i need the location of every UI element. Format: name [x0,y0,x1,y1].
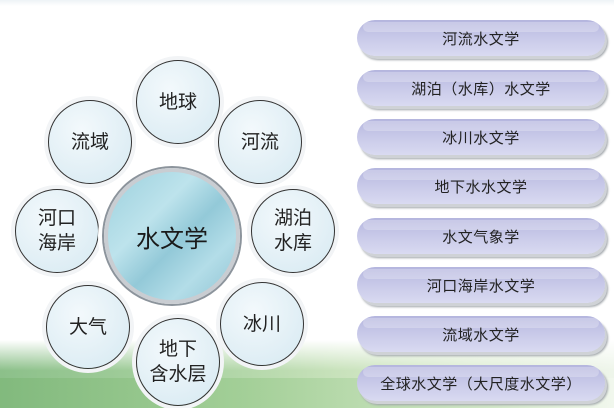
node-atmosphere-label: 大气 [68,315,107,338]
center-node-label: 水文学 [136,224,208,253]
node-earth: 地球 [136,60,220,144]
node-lake-label-2: 水库 [273,232,312,254]
node-estuary-coast: 河口 海岸 [15,189,99,273]
node-basin: 流域 [48,100,132,184]
branch-label: 水文气象学 [442,227,520,246]
node-basin-label: 流域 [70,130,109,153]
branch-estuary-hydrology[interactable]: 河口海岸水文学 [357,267,605,303]
branch-global-hydrology[interactable]: 全球水文学（大尺度水文学） [357,365,605,401]
node-earth-label: 地球 [158,90,197,113]
branch-hydrometeorology[interactable]: 水文气象学 [357,218,605,254]
branch-lake-hydrology[interactable]: 湖泊（水库）水文学 [357,70,605,106]
node-glacier: 冰川 [220,282,304,366]
branch-glacier-hydrology[interactable]: 冰川水文学 [357,119,605,155]
branch-river-hydrology[interactable]: 河流水文学 [357,20,605,56]
branch-label: 湖泊（水库）水文学 [411,79,551,98]
branch-label: 冰川水文学 [442,128,520,147]
node-groundwater-label-1: 地下 [158,338,197,360]
branch-basin-hydrology[interactable]: 流域水文学 [357,316,605,352]
node-lake-label-1: 湖泊 [273,207,312,229]
branch-label: 全球水文学（大尺度水文学） [380,374,582,393]
node-glacier-label: 冰川 [242,312,281,335]
node-groundwater-label-2: 含水层 [149,363,207,385]
node-estuary-label-2: 海岸 [37,232,76,254]
branch-groundwater-hydrology[interactable]: 地下水水文学 [357,168,605,204]
center-node-hydrology: 水文学 [104,168,240,304]
node-river: 河流 [218,100,302,184]
branch-label: 河流水文学 [442,29,520,48]
node-groundwater: 地下 含水层 [136,318,220,406]
branch-label: 地下水水文学 [434,177,528,196]
branch-label: 流域水文学 [442,325,520,344]
node-atmosphere: 大气 [46,285,130,369]
node-river-label: 河流 [240,130,279,153]
top-strip [0,0,614,6]
branch-label: 河口海岸水文学 [426,276,536,295]
node-estuary-label-1: 河口 [37,207,76,229]
node-lake-reservoir: 湖泊 水库 [251,189,335,273]
